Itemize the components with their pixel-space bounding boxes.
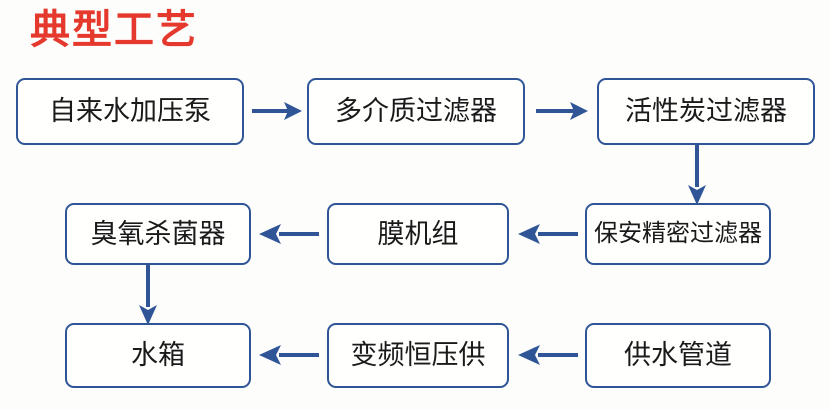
page-title: 典型工艺 bbox=[30, 8, 198, 52]
flow-node-label: 臭氧杀菌器 bbox=[90, 218, 226, 249]
flow-node-label: 多介质过滤器 bbox=[335, 96, 497, 126]
flow-node-label: 供水管道 bbox=[624, 340, 732, 370]
arrow-right-icon-e1 bbox=[252, 99, 302, 123]
flow-node-n5[interactable]: 膜机组 bbox=[327, 203, 509, 265]
arrow-down-icon-e6 bbox=[136, 265, 160, 325]
flow-node-n9[interactable]: 供水管道 bbox=[585, 323, 771, 388]
arrow-left-icon-e4 bbox=[518, 222, 578, 246]
flow-node-n8[interactable]: 变频恒压供 bbox=[327, 323, 509, 388]
flow-node-n1[interactable]: 自来水加压泵 bbox=[16, 78, 244, 145]
flow-node-label: 膜机组 bbox=[377, 218, 459, 249]
flow-node-n2[interactable]: 多介质过滤器 bbox=[307, 78, 525, 145]
flow-node-n4[interactable]: 保安精密过滤器 bbox=[585, 203, 771, 265]
arrow-left-icon-e8 bbox=[259, 343, 319, 367]
flow-node-label: 变频恒压供 bbox=[350, 340, 486, 370]
flow-node-label: 自来水加压泵 bbox=[49, 96, 211, 126]
arrow-left-icon-e7 bbox=[518, 343, 578, 367]
flow-node-label: 保安精密过滤器 bbox=[594, 220, 762, 247]
flow-node-n3[interactable]: 活性炭过滤器 bbox=[597, 78, 815, 145]
arrow-down-icon-e3 bbox=[685, 145, 709, 205]
flow-node-n7[interactable]: 水箱 bbox=[65, 323, 251, 388]
arrow-left-icon-e5 bbox=[259, 222, 319, 246]
flow-node-label: 活性炭过滤器 bbox=[625, 96, 787, 126]
flow-node-label: 水箱 bbox=[131, 340, 185, 370]
flow-node-n6[interactable]: 臭氧杀菌器 bbox=[65, 203, 251, 265]
arrow-right-icon-e2 bbox=[536, 99, 588, 123]
